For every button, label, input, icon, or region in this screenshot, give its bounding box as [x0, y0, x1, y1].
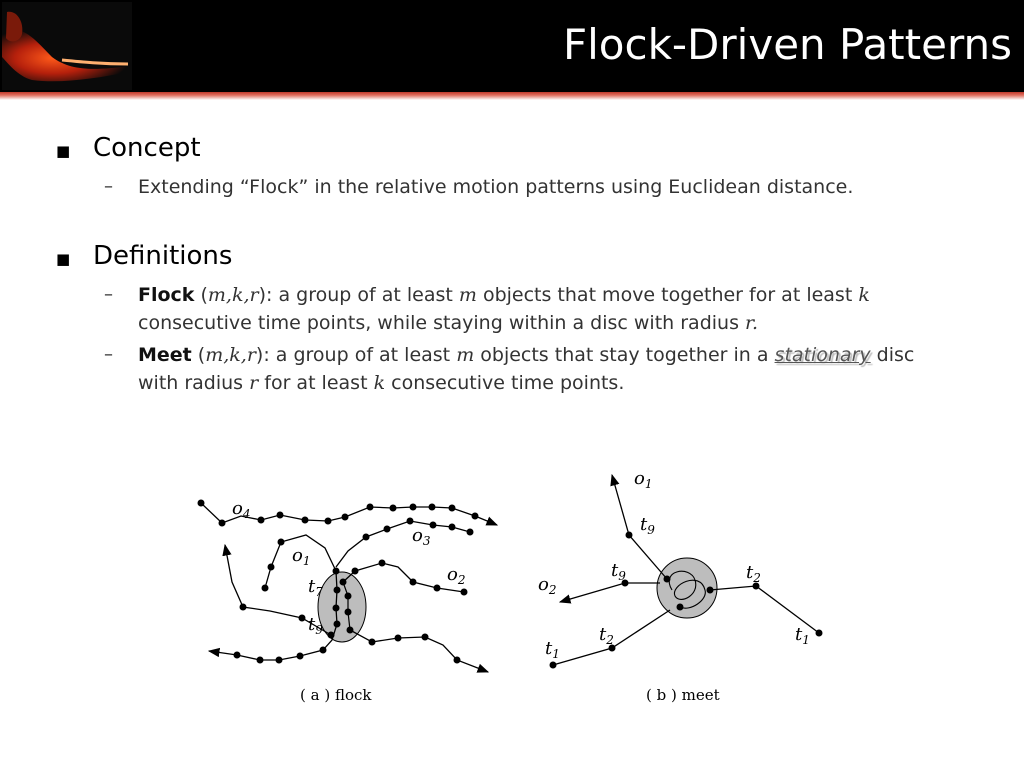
flock-text-3: consecutive time points, while staying w… — [138, 312, 746, 334]
slide-header: Flock-Driven Patterns — [0, 0, 1024, 92]
panel-a-flock: o4 o1 o3 o2 t7 t9 ( a ) flock — [197, 498, 499, 704]
label-o2: o2 — [447, 564, 465, 587]
dash-bullet-icon: – — [104, 284, 113, 305]
meet-loop — [668, 570, 706, 609]
label-o3: o3 — [412, 525, 431, 548]
meet-var-r: r — [249, 372, 259, 394]
label-o4: o4 — [232, 498, 250, 521]
meet-params: m,k,r — [205, 344, 256, 366]
term-flock: Flock — [138, 284, 195, 306]
dash-bullet-icon: – — [104, 176, 113, 197]
section-heading-concept: Concept — [93, 133, 201, 163]
header-divider — [0, 92, 1024, 100]
slide-title: Flock-Driven Patterns — [562, 20, 1012, 69]
flock-var-m: m — [458, 284, 477, 306]
label-meet-t1b: t1 — [545, 638, 560, 661]
label-meet-t9a: t9 — [640, 514, 655, 537]
label-meet-t9b: t9 — [611, 560, 626, 583]
definition-flock: Flock (m,k,r): a group of at least m obj… — [138, 284, 870, 334]
concept-text: Extending “Flock” in the relative motion… — [138, 176, 854, 198]
panel-b-meet: o1 o2 t9 t9 t2 t2 t1 t1 ( b ) meet — [538, 468, 823, 704]
section-heading-definitions: Definitions — [93, 241, 233, 271]
meet-text-4: with radius — [138, 372, 250, 394]
meet-var-m: m — [456, 344, 475, 366]
definition-meet: Meet (m,k,r): a group of at least m obje… — [138, 344, 915, 394]
label-meet-t1a: t1 — [795, 624, 810, 647]
meet-text-2: objects that stay together in a — [474, 344, 775, 366]
meet-text-3: disc — [870, 344, 915, 366]
trajectory-lower-right — [349, 629, 490, 673]
flock-var-r: r. — [745, 312, 759, 334]
flock-points — [197, 499, 479, 664]
meet-text-5: for at least — [258, 372, 374, 394]
trajectory-o1 — [207, 534, 338, 661]
trajectory-lower-left — [222, 543, 332, 636]
meet-text-1: : a group of at least — [263, 344, 457, 366]
dash-bullet-icon: – — [104, 344, 113, 365]
label-t9: t9 — [308, 614, 323, 637]
flock-var-k: k — [858, 284, 870, 306]
flock-params: m,k,r — [207, 284, 259, 306]
label-meet-o1: o1 — [634, 468, 652, 491]
trajectory-meet-o2 — [558, 582, 660, 604]
flock-meet-diagram: o4 o1 o3 o2 t7 t9 ( a ) flock o1 o2 t9 t… — [197, 468, 823, 704]
trajectory-meet-right — [709, 585, 820, 634]
flock-disc — [317, 571, 367, 643]
dancer-image — [2, 2, 132, 90]
meet-points — [549, 531, 823, 669]
meet-text-6: consecutive time points. — [385, 372, 625, 394]
caption-flock: ( a ) flock — [300, 686, 372, 704]
meet-var-k: k — [373, 372, 386, 394]
meet-disc — [656, 557, 718, 619]
square-bullet-icon: ■ — [56, 250, 71, 268]
label-meet-t2a: t2 — [746, 562, 761, 585]
term-meet: Meet — [138, 344, 192, 366]
label-meet-t2b: t2 — [599, 624, 614, 647]
flock-text-1: : a group of at least — [266, 284, 459, 306]
label-o1: o1 — [292, 545, 310, 568]
label-meet-o2: o2 — [538, 574, 556, 597]
square-bullet-icon: ■ — [56, 142, 71, 160]
stationary-highlight: stationary — [774, 344, 871, 366]
label-t7: t7 — [308, 576, 323, 599]
flock-text-2: objects that move together for at least — [476, 284, 859, 306]
caption-meet: ( b ) meet — [646, 686, 720, 704]
